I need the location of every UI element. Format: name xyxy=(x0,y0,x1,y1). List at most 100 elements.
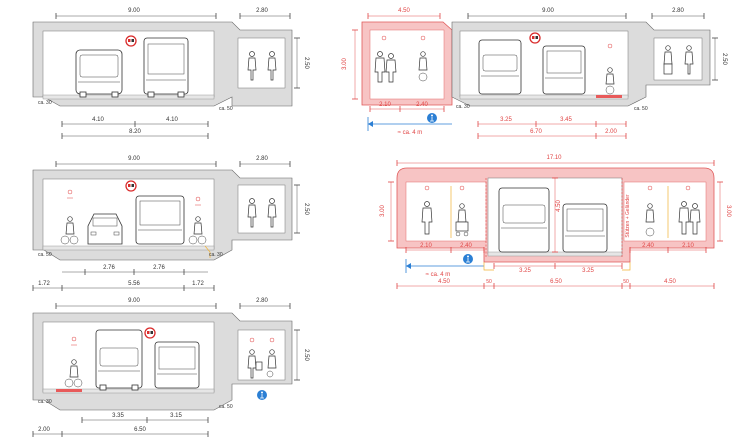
s3-total-width: 9.00 xyxy=(128,298,140,304)
s2-cyclist-left-icon xyxy=(60,216,79,245)
section-1: 9.00 2.80 xyxy=(32,8,309,139)
s4-cyclist-icon xyxy=(605,43,615,95)
s3-bus xyxy=(154,341,200,389)
s5-left-ped-bay xyxy=(405,181,487,242)
s4-total-width: 9.00 xyxy=(542,8,554,14)
s4-ped-width: 4.50 xyxy=(398,8,410,14)
s3-bike-lane-width: 2.00 xyxy=(38,427,50,433)
s5-left-stroller-icon xyxy=(455,185,469,237)
s5-sub-l2: 2.40 xyxy=(460,243,472,249)
s4-height-left: 3.00 xyxy=(342,58,348,70)
s1-bus-right xyxy=(143,37,189,98)
s4-truck xyxy=(478,39,522,95)
s2-sidewalk-right: 1.72 xyxy=(192,281,204,287)
s5-left-curb-marker xyxy=(483,262,494,271)
s5-sub-r2: 2.10 xyxy=(682,243,694,249)
s1-pedestrian-figures-icon xyxy=(247,51,277,81)
s3-stroller-figure-icon xyxy=(247,337,263,379)
s4-path-label: ≈ ca. 4 m xyxy=(398,130,423,136)
s4-ca-right: ca. 50 xyxy=(634,106,648,112)
s3-roadway: 6.50 xyxy=(134,427,146,433)
s4-side-bay xyxy=(653,37,703,81)
s1-roadway: 8.20 xyxy=(129,129,141,135)
s4-bus xyxy=(542,45,586,95)
section-3: 9.00 2.80 xyxy=(32,298,309,437)
s5-lane-left: 3.25 xyxy=(519,268,531,274)
s5-height-right: 3.00 xyxy=(725,205,731,217)
s5-sub-l1: 2.10 xyxy=(420,243,432,249)
s4-roadway: 6.70 xyxy=(530,129,542,135)
s5-pedestrian-sign-icon xyxy=(463,254,473,264)
s4-sub-right: 2.40 xyxy=(416,102,428,108)
s5-right-cyclist-icon xyxy=(645,185,655,237)
s1-ca-right: ca. 50 xyxy=(219,106,233,112)
s2-side-width: 2.80 xyxy=(256,156,268,162)
s3-side-bay xyxy=(237,329,286,381)
s2-lane-left: 2.76 xyxy=(103,265,115,271)
s4-road-surface xyxy=(459,94,629,100)
s2-bike-symbol-left-icon xyxy=(67,189,73,199)
s3-bike-lane-marking xyxy=(56,389,82,392)
s2-curb-marker xyxy=(204,245,211,258)
s5-right-curb-marker xyxy=(622,262,631,271)
s2-bike-symbol-right-icon xyxy=(195,196,201,206)
s5-path-label: ≈ ca. 4 m xyxy=(426,272,451,278)
s2-total-width: 9.00 xyxy=(128,156,140,162)
s4-cyclist-ped-icon xyxy=(418,35,428,82)
s4-no-overtaking-sign-icon xyxy=(529,32,541,44)
s1-road-surface xyxy=(42,94,215,100)
s3-bike-symbol-icon xyxy=(71,336,77,346)
s1-no-overtaking-sign-icon xyxy=(125,35,137,47)
s1-lane-right: 4.10 xyxy=(166,117,178,123)
s2-height: 2.50 xyxy=(303,203,309,215)
s5-sub-r1: 2.40 xyxy=(642,243,654,249)
s2-cyclist-right-icon xyxy=(188,216,207,245)
s2-ca-left: ca. 50 xyxy=(38,252,52,258)
s2-ca-right: ca. 30 xyxy=(209,252,223,258)
s3-ca-left: ca. 30 xyxy=(38,399,52,405)
s2-car xyxy=(87,213,123,245)
s5-bus xyxy=(562,203,608,253)
s3-cyclist-icon xyxy=(64,359,83,388)
section-5: 17.10 xyxy=(380,155,731,289)
s3-ca-right: ca. 50 xyxy=(219,404,233,410)
s3-lane-right: 3.15 xyxy=(170,413,182,419)
s2-pedestrian-figures-icon xyxy=(247,198,277,228)
s2-bus xyxy=(135,195,185,245)
s4-height-right: 2.50 xyxy=(721,53,727,65)
s4-lane-left: 3.25 xyxy=(500,117,512,123)
s1-total-width: 9.00 xyxy=(128,8,140,14)
s5-gap-right: 50 xyxy=(623,279,629,285)
s4-side-figures-icon xyxy=(663,45,694,75)
s3-height: 2.50 xyxy=(303,349,309,361)
s4-ca-left: ca. 30 xyxy=(456,104,470,110)
s3-cyclist-side-icon xyxy=(266,337,277,378)
s5-height-left: 3.00 xyxy=(380,205,386,217)
section-2: 9.00 2.80 xyxy=(32,156,309,291)
s3-pedestrian-sign-icon xyxy=(257,390,267,400)
s1-side-width: 2.80 xyxy=(256,8,268,14)
s5-total-width: 17.10 xyxy=(546,155,562,161)
s5-road-surface xyxy=(487,251,623,257)
s4-side-width: 2.80 xyxy=(672,8,684,14)
s2-sidewalk-left: 1.72 xyxy=(38,281,50,287)
s5-walking-path-indicator: ≈ ca. 4 m xyxy=(405,259,484,278)
s2-lane-right: 2.76 xyxy=(153,265,165,271)
s4-shoulder: 2.00 xyxy=(605,129,617,135)
s5-truck xyxy=(498,187,550,253)
s4-pedestrian-sign-icon xyxy=(427,113,437,123)
s5-gap-left: 50 xyxy=(486,279,492,285)
section-4: 4.50 9.00 2.80 xyxy=(342,8,727,139)
s5-lane-right: 3.25 xyxy=(582,268,594,274)
s5-roadway: 6.50 xyxy=(550,279,562,285)
s3-truck xyxy=(95,329,143,391)
s5-height-center: 4.50 xyxy=(556,200,562,212)
s5-left-pedestrian-icon xyxy=(421,185,433,235)
s4-walking-path-indicator: ≈ ca. 4 m xyxy=(367,117,452,136)
s5-side-right: 4.50 xyxy=(664,279,676,285)
s4-lane-right: 3.45 xyxy=(560,117,572,123)
s3-road-surface xyxy=(42,388,215,394)
s3-side-width: 2.80 xyxy=(256,298,268,304)
s4-elderly-pedestrians-icon xyxy=(374,35,397,83)
